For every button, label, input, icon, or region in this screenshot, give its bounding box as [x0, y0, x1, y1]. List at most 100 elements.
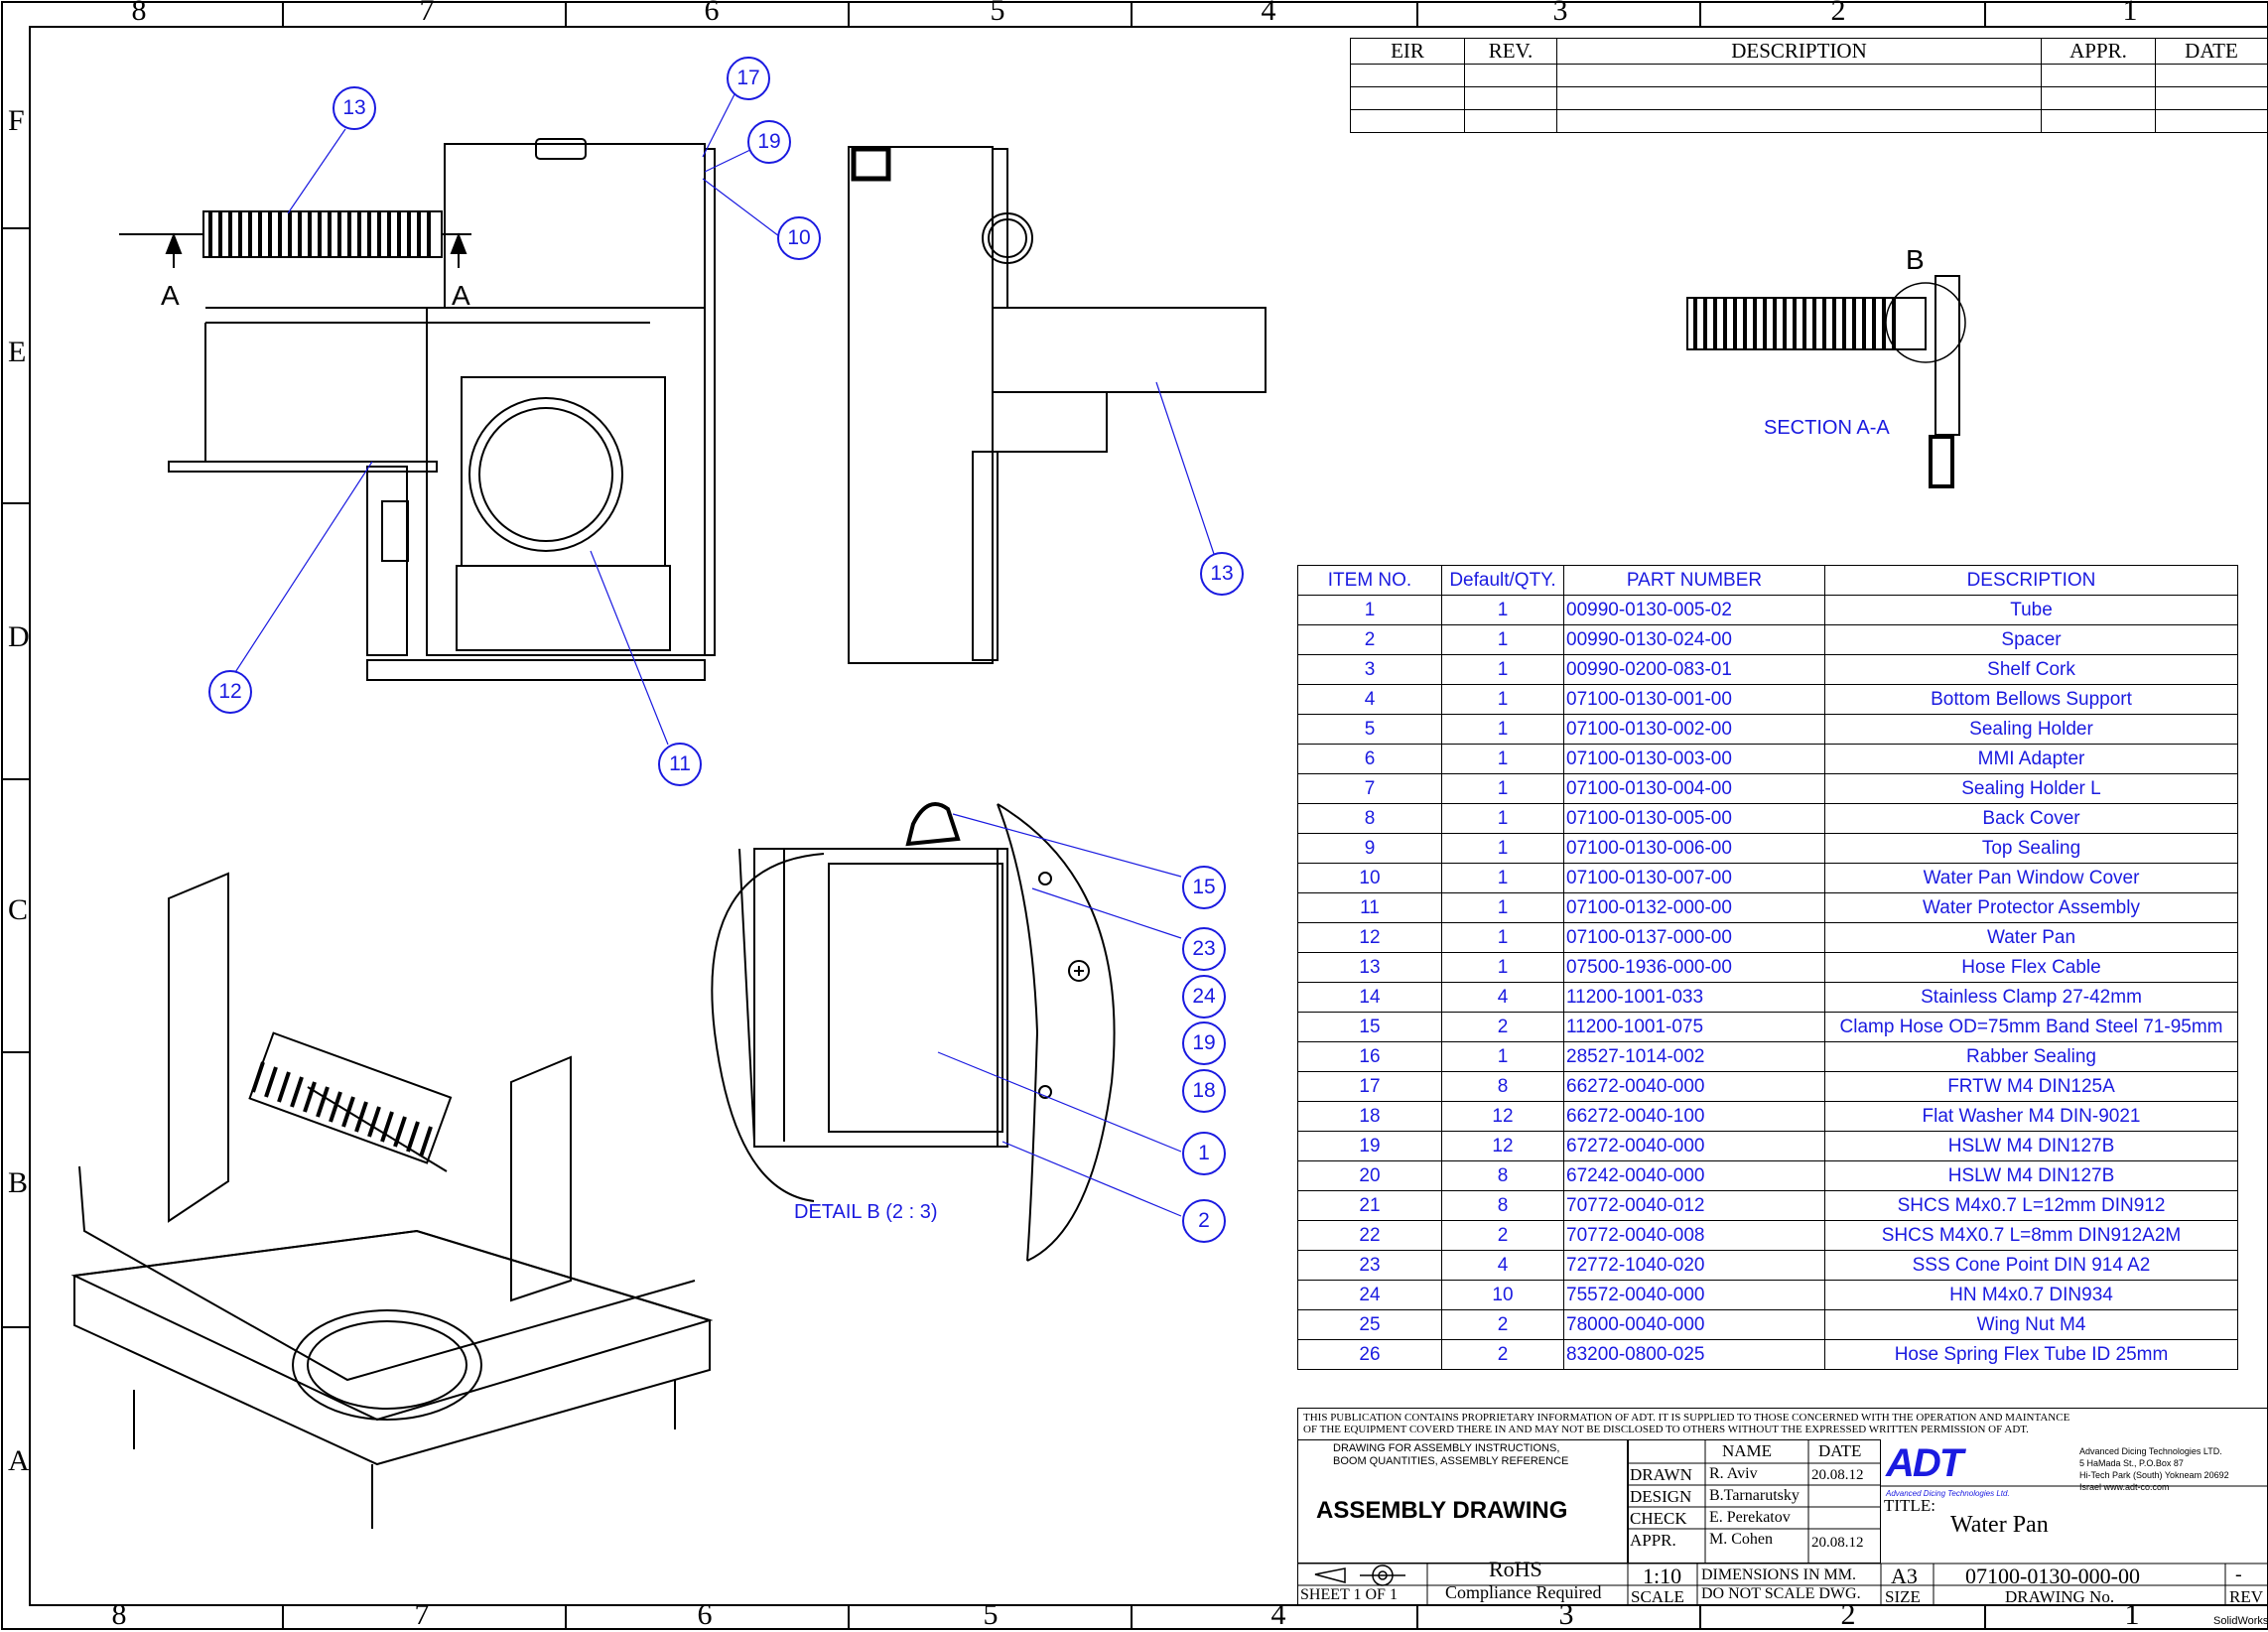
title-label: TITLE: — [1884, 1496, 1935, 1515]
isometric-view — [70, 872, 714, 1529]
rev-row — [1350, 86, 2268, 110]
bom-item-no: 12 — [1297, 922, 1442, 953]
zone-number-top: 3 — [1552, 0, 1568, 27]
item-balloon: 23 — [1182, 927, 1226, 971]
rohs-compliance: Compliance Required — [1445, 1582, 1602, 1602]
item-balloon: 2 — [1182, 1199, 1226, 1243]
revision-label: REV — [2229, 1587, 2263, 1606]
bom-part-number: 07100-0130-003-00 — [1563, 744, 1825, 774]
bom-description: HSLW M4 DIN127B — [1824, 1160, 2238, 1191]
bellows-front — [165, 210, 467, 268]
revision-value: - — [2235, 1564, 2242, 1585]
rohs-label: RoHS — [1489, 1557, 1542, 1581]
bom-part-number: 67272-0040-000 — [1563, 1131, 1825, 1161]
bom-item-no: 15 — [1297, 1012, 1442, 1042]
zone-number-bottom: 4 — [1270, 1598, 1286, 1631]
bom-item-no: 16 — [1297, 1041, 1442, 1072]
rev-header-eir: EIR — [1350, 38, 1465, 65]
size-label: SIZE — [1885, 1587, 1921, 1606]
bom-description: Sealing Holder — [1824, 714, 2238, 745]
bom-part-number: 11200-1001-033 — [1563, 982, 1825, 1013]
zone-number-bottom: 1 — [2124, 1598, 2140, 1631]
bom-qty: 8 — [1441, 1160, 1564, 1191]
zone-number-bottom: 5 — [983, 1598, 999, 1631]
bill-of-materials-table: ITEM NO. Default/QTY. PART NUMBER DESCRI… — [1297, 565, 2238, 1370]
bom-part-number: 66272-0040-000 — [1563, 1071, 1825, 1102]
bom-description: Clamp Hose OD=75mm Band Steel 71-95mm — [1824, 1012, 2238, 1042]
zone-number-top: 8 — [131, 0, 147, 27]
item-balloon: 19 — [1182, 1021, 1226, 1065]
sheet-number: SHEET 1 OF 1 — [1300, 1586, 1398, 1603]
bom-part-number: 07100-0130-007-00 — [1563, 863, 1825, 893]
bom-qty: 1 — [1441, 684, 1564, 715]
bom-part-number: 07100-0132-000-00 — [1563, 892, 1825, 923]
role-check: CHECK — [1630, 1509, 1687, 1528]
bom-item-no: 5 — [1297, 714, 1442, 745]
zone-number-bottom: 8 — [111, 1598, 127, 1631]
rev-row — [1350, 109, 2268, 133]
bom-qty: 1 — [1441, 654, 1564, 685]
bom-part-number: 07500-1936-000-00 — [1563, 952, 1825, 983]
bom-qty: 8 — [1441, 1190, 1564, 1221]
drawing-title: Water Pan — [1950, 1512, 2049, 1538]
company-name: Advanced Dicing Technologies LTD. — [2079, 1446, 2222, 1456]
item-balloon: 15 — [1182, 866, 1226, 909]
bom-description: Wing Nut M4 — [1824, 1309, 2238, 1340]
bom-description: Bottom Bellows Support — [1824, 684, 2238, 715]
company-address: 5 HaMada St., P.O.Box 87 — [2079, 1458, 2184, 1468]
bom-header-qty: Default/QTY. — [1441, 565, 1564, 596]
item-balloon: 13 — [333, 86, 376, 130]
zone-letter: A — [8, 1444, 30, 1477]
detail-b-label: DETAIL B (2 : 3) — [794, 1201, 938, 1223]
bom-part-number: 07100-0130-006-00 — [1563, 833, 1825, 864]
bom-header-item-no: ITEM NO. — [1297, 565, 1442, 596]
item-balloon: 13 — [1200, 552, 1244, 596]
bom-qty: 8 — [1441, 1071, 1564, 1102]
bom-part-number: 07100-0130-001-00 — [1563, 684, 1825, 715]
bom-item-no: 2 — [1297, 624, 1442, 655]
bom-part-number: 07100-0137-000-00 — [1563, 922, 1825, 953]
bom-item-no: 25 — [1297, 1309, 1442, 1340]
bom-description: SSS Cone Point DIN 914 A2 — [1824, 1250, 2238, 1281]
bom-item-no: 20 — [1297, 1160, 1442, 1191]
drawing-purpose: BOOM QUANTITIES, ASSEMBLY REFERENCE — [1333, 1455, 1569, 1467]
zone-number-bottom: 2 — [1840, 1598, 1856, 1631]
bom-item-no: 1 — [1297, 595, 1442, 625]
bom-part-number: 07100-0130-005-00 — [1563, 803, 1825, 834]
bom-description: Water Pan — [1824, 922, 2238, 953]
rev-row — [1350, 64, 2268, 87]
bom-description: Tube — [1824, 595, 2238, 625]
bom-item-no: 26 — [1297, 1339, 1442, 1370]
name-drawn: R. Aviv — [1709, 1465, 1758, 1482]
drawing-purpose: DRAWING FOR ASSEMBLY INSTRUCTIONS, — [1333, 1442, 1560, 1454]
bom-item-no: 4 — [1297, 684, 1442, 715]
bom-description: HSLW M4 DIN127B — [1824, 1131, 2238, 1161]
date-header: DATE — [1818, 1441, 1862, 1460]
bom-part-number: 11200-1001-075 — [1563, 1012, 1825, 1042]
bom-part-number: 07100-0130-002-00 — [1563, 714, 1825, 745]
bom-description: Hose Flex Cable — [1824, 952, 2238, 983]
bom-description: Shelf Cork — [1824, 654, 2238, 685]
bom-item-no: 14 — [1297, 982, 1442, 1013]
zone-number-bottom: 7 — [414, 1598, 430, 1631]
software-note: SolidWorks — [2213, 1615, 2268, 1627]
scale-note: DO NOT SCALE DWG. — [1701, 1585, 1861, 1602]
bom-part-number: 00990-0130-005-02 — [1563, 595, 1825, 625]
item-balloon: 19 — [747, 120, 791, 164]
bom-description: Sealing Holder L — [1824, 773, 2238, 804]
